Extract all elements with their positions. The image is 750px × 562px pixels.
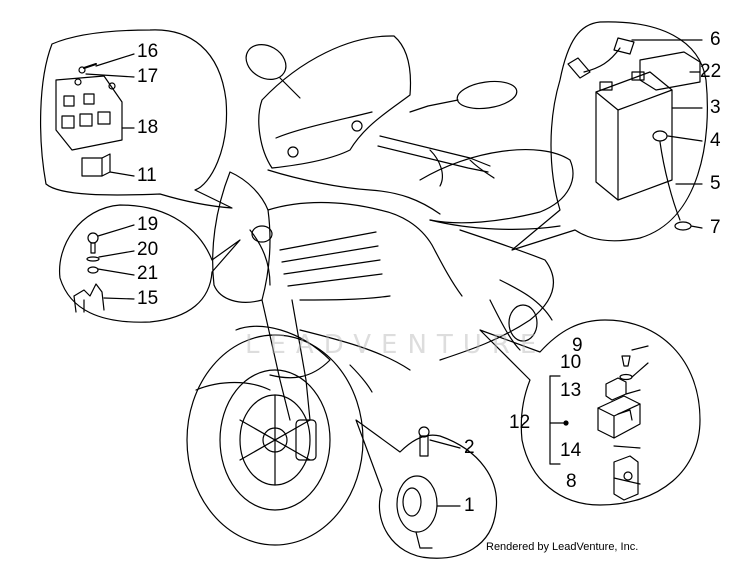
- callout-5: 5: [710, 173, 721, 194]
- callout-3: 3: [710, 97, 721, 118]
- callout-8: 8: [566, 471, 577, 492]
- callout-7: 7: [710, 217, 721, 238]
- callout-19: 19: [137, 214, 159, 235]
- footer-credit: Rendered by LeadVenture, Inc.: [486, 541, 639, 553]
- callout-12: 12: [509, 412, 531, 433]
- callout-14: 14: [560, 440, 582, 461]
- bracket-callout-group: [58, 204, 241, 323]
- scooter-drawing: [186, 35, 574, 546]
- callout-9: 9: [572, 335, 583, 356]
- callout-16: 16: [137, 41, 159, 62]
- relay-callout-group: [40, 29, 233, 209]
- callout-4: 4: [710, 130, 721, 151]
- callout-1: 1: [464, 495, 475, 516]
- callout-2: 2: [464, 437, 475, 458]
- callout-15: 15: [137, 288, 159, 309]
- battery-callout-group: [511, 21, 708, 251]
- callout-21: 21: [137, 263, 159, 284]
- callout-13: 13: [560, 380, 582, 401]
- callout-11: 11: [137, 165, 157, 186]
- starter-relay-callout-group: [479, 319, 701, 506]
- callout-17: 17: [137, 66, 159, 87]
- watermark: LEADVENTURE: [245, 330, 547, 360]
- callout-22: 22: [700, 61, 722, 82]
- callout-6: 6: [710, 29, 721, 50]
- callout-18: 18: [137, 117, 159, 138]
- horn-callout-group: [355, 419, 498, 559]
- callout-10: 10: [560, 352, 582, 373]
- callout-20: 20: [137, 239, 159, 260]
